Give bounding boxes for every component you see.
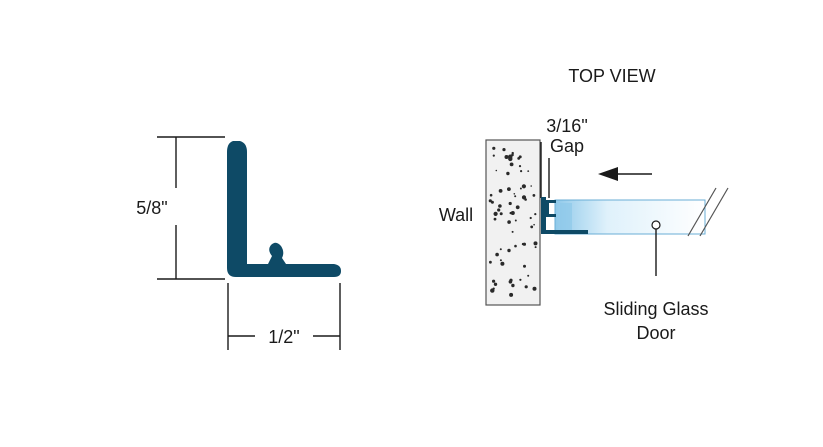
wall-speckle <box>533 223 535 226</box>
wall-speckle <box>524 285 528 289</box>
wall-texture <box>488 146 538 297</box>
wall-speckle <box>514 219 517 222</box>
wall-speckle <box>506 171 510 176</box>
wall-speckle <box>521 184 527 189</box>
wall-speckle <box>493 217 497 221</box>
wall-speckle <box>492 279 496 283</box>
wall-speckle <box>507 187 511 192</box>
profile-section: 5/8" 1/2" <box>136 136 341 350</box>
gap-label-line1: 3/16" <box>546 116 587 136</box>
wall-block <box>485 139 541 306</box>
wall-speckle <box>530 185 532 187</box>
door-edge-profile <box>541 197 588 234</box>
wall-speckle <box>498 189 503 193</box>
wall-speckle <box>514 244 517 248</box>
wall-speckle <box>508 280 513 284</box>
wall-speckle <box>499 248 502 251</box>
wall-speckle <box>532 194 536 197</box>
wall-speckle <box>510 211 515 215</box>
wall-speckle <box>517 157 521 160</box>
wall-speckle <box>492 287 495 290</box>
wall-speckle <box>500 261 505 266</box>
wall-speckle <box>509 162 514 167</box>
gap-label-line2: Gap <box>550 136 584 156</box>
wall-speckle <box>495 169 498 172</box>
wall-speckle <box>514 195 517 198</box>
wall-speckle <box>521 195 527 200</box>
wall-speckle <box>498 204 502 208</box>
wall-speckle <box>490 200 494 204</box>
wall-speckle <box>520 170 523 173</box>
wall-speckle <box>527 274 530 277</box>
wall-speckle <box>532 286 537 291</box>
wall-speckle <box>511 230 514 233</box>
wall-speckle <box>518 165 522 168</box>
wall-speckle <box>515 205 520 210</box>
width-dimension: 1/2" <box>227 283 341 350</box>
top-view-title: TOP VIEW <box>568 66 655 86</box>
wall-speckle <box>534 213 537 216</box>
wall-label: Wall <box>439 205 473 225</box>
wall-speckle <box>513 193 516 195</box>
wall-speckle <box>489 260 492 264</box>
wall-speckle <box>489 193 493 197</box>
wall-speckle <box>521 242 525 246</box>
wall-speckle <box>497 208 501 212</box>
wall-speckle <box>507 248 511 253</box>
l-profile-shape <box>227 141 341 277</box>
height-label: 5/8" <box>136 198 167 218</box>
door-edge-clip <box>546 200 556 217</box>
wall-speckle <box>492 146 496 150</box>
wall-speckle <box>527 170 530 173</box>
wall-speckle <box>502 148 506 152</box>
width-label: 1/2" <box>268 327 299 347</box>
wall-speckle <box>533 241 538 246</box>
door-callout-dot <box>651 220 661 230</box>
wall-speckle <box>493 211 498 216</box>
wall-speckle <box>507 220 511 224</box>
wall-speckle <box>508 201 512 206</box>
wall-speckle <box>493 282 498 286</box>
wall-speckle <box>504 155 509 159</box>
wall-speckle <box>499 259 502 262</box>
top-view-section: TOP VIEW Wall 3/16" Gap Sliding <box>439 66 729 343</box>
wall-speckle <box>508 154 513 159</box>
wall-speckle <box>523 264 526 268</box>
door-label-line2: Door <box>636 323 675 343</box>
wall-speckle <box>499 212 503 216</box>
wall-speckle <box>530 225 534 229</box>
wall-speckle <box>529 216 532 220</box>
height-dimension: 5/8" <box>136 136 225 280</box>
wall-speckle <box>509 211 512 215</box>
wall-speckle <box>495 252 499 257</box>
wall-speckle <box>534 246 537 249</box>
wall-speckle <box>492 154 495 157</box>
wall-speckle <box>519 278 522 281</box>
door-label-line1: Sliding Glass <box>603 299 708 319</box>
sliding-direction-arrow <box>598 167 652 181</box>
wall-speckle <box>519 187 522 190</box>
glass-door-panel <box>554 187 729 237</box>
wall-speckle <box>509 292 514 297</box>
wall-speckle <box>511 283 515 288</box>
